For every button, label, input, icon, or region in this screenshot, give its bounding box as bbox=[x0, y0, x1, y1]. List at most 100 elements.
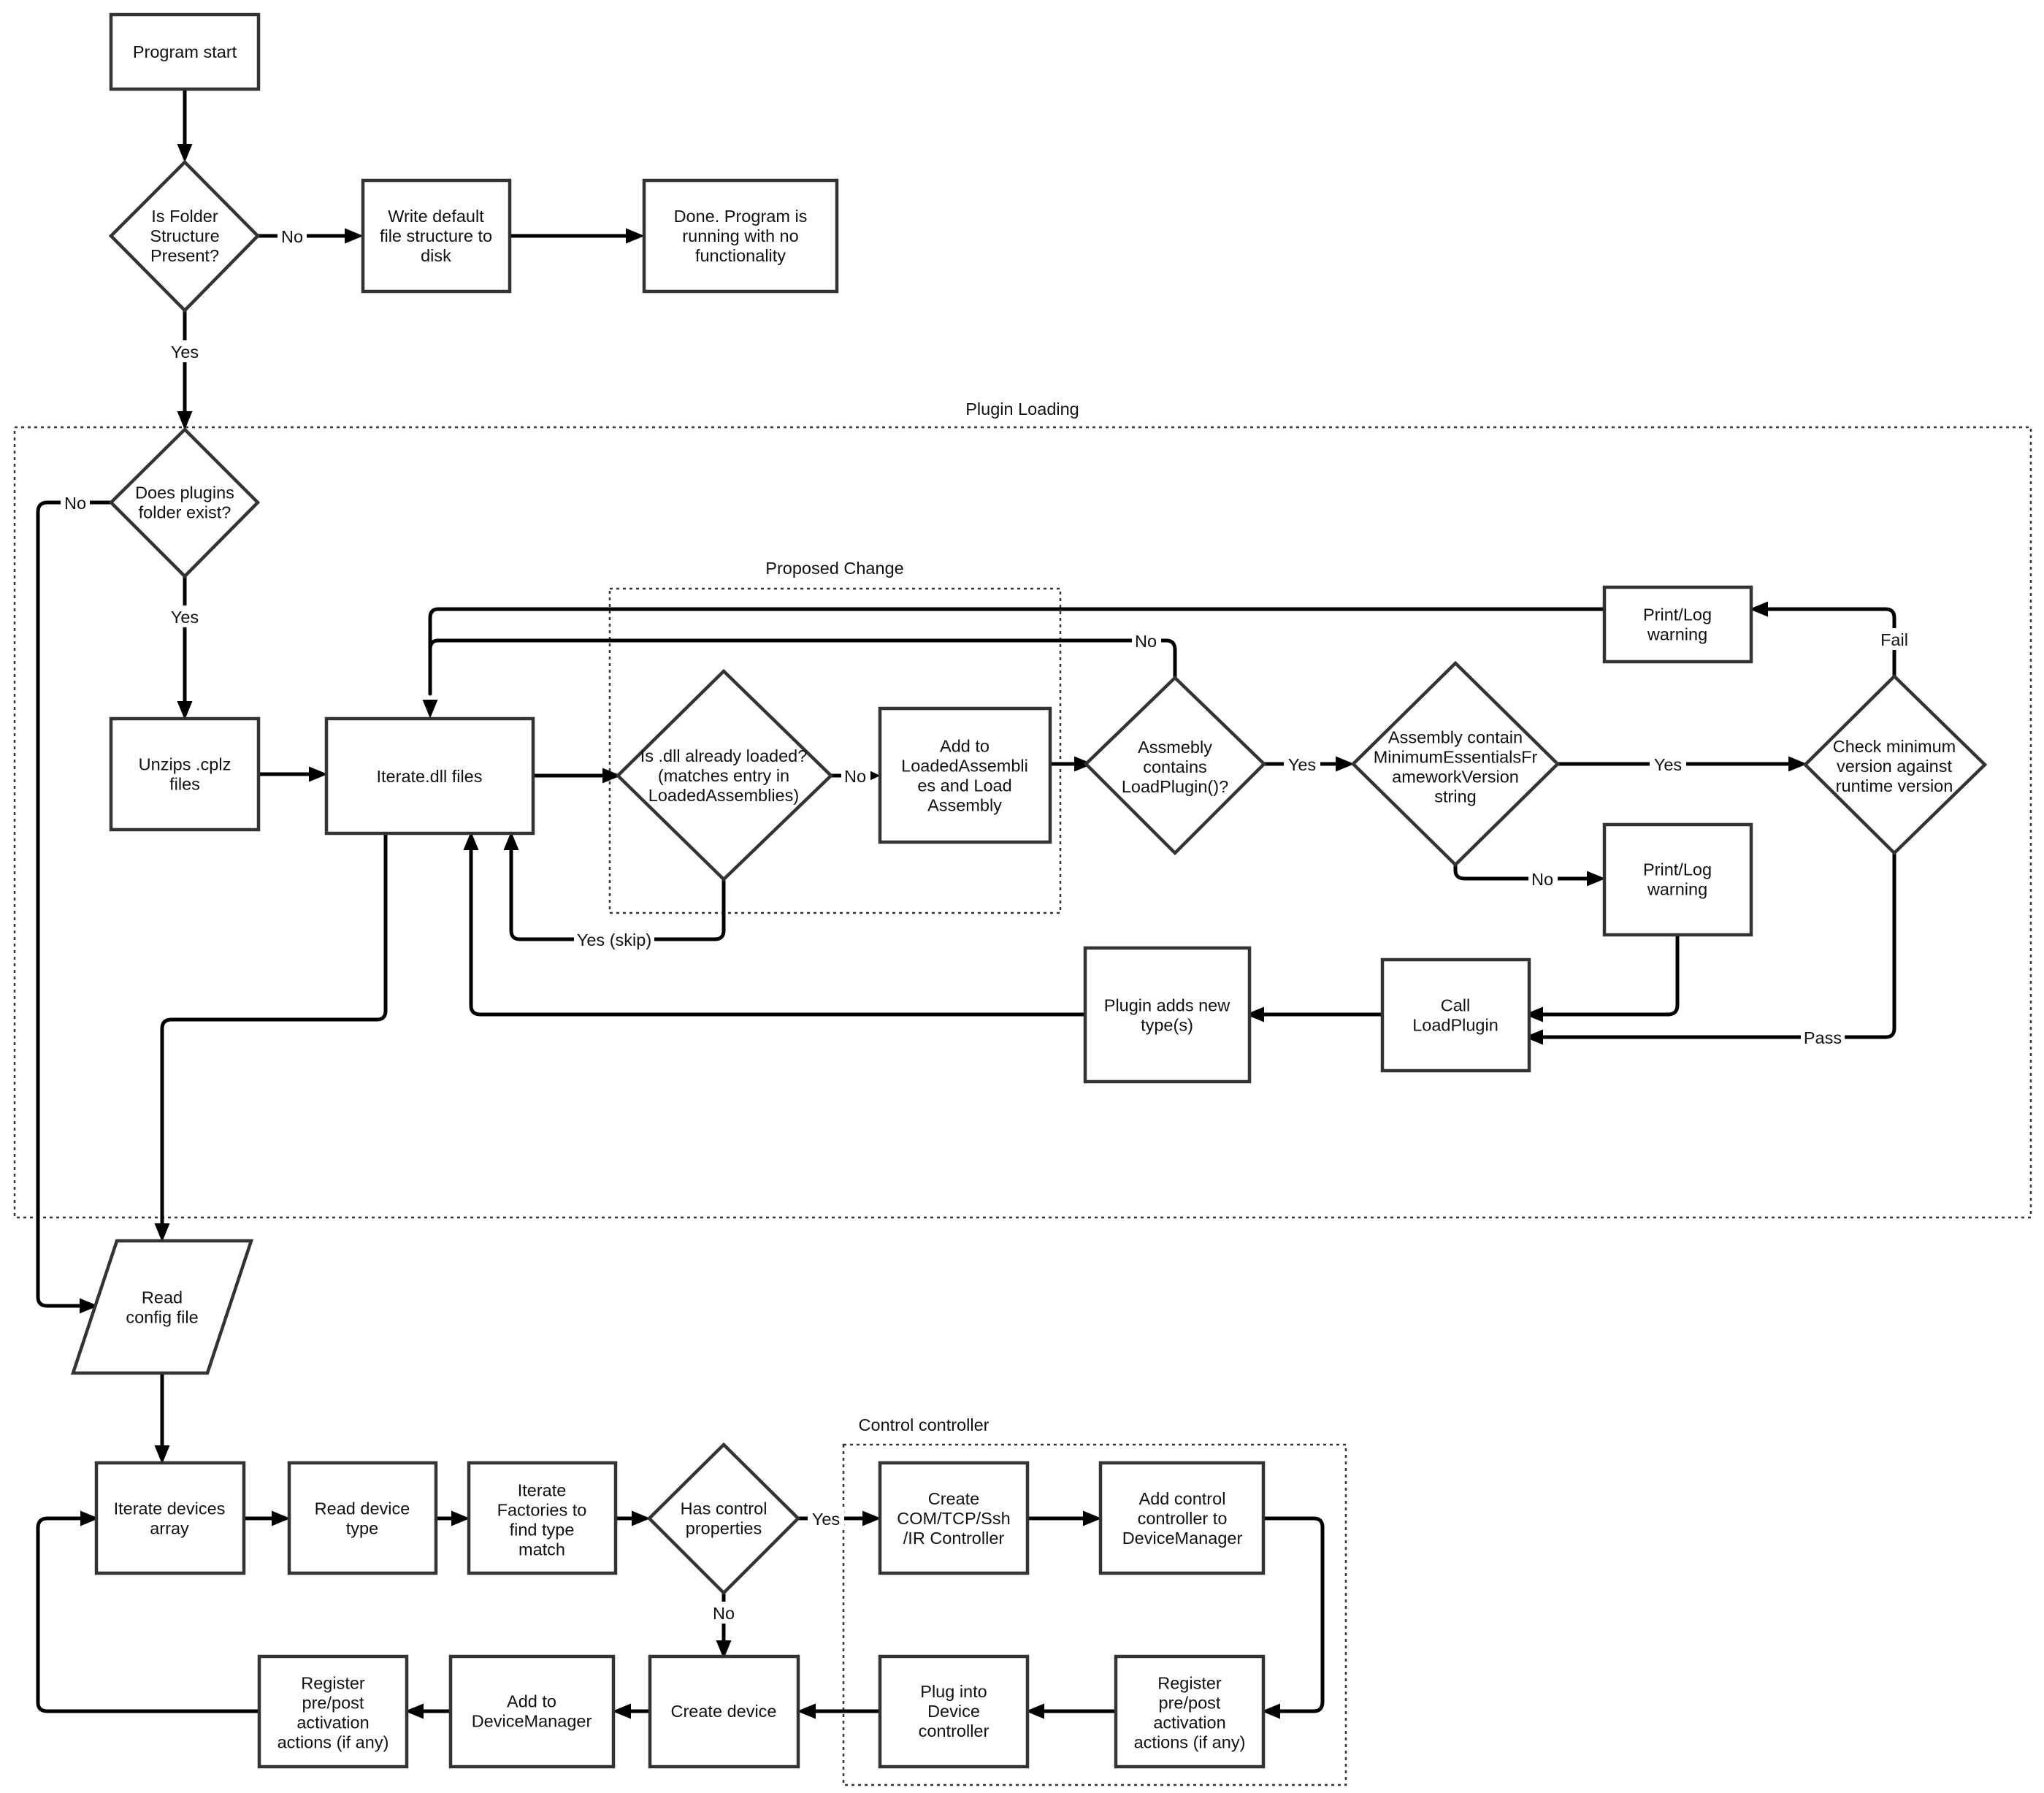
node-plug-into-controller bbox=[878, 1654, 1030, 1769]
node-program-start-label: Program start bbox=[133, 42, 237, 61]
arrowhead bbox=[272, 1510, 291, 1526]
node-label-line: es and Load bbox=[917, 776, 1011, 795]
node-label-line: /IR Controller bbox=[903, 1529, 1005, 1548]
node-label-line: Print/Log bbox=[1643, 605, 1712, 624]
arrowhead bbox=[1336, 756, 1355, 772]
node-label-line: file structure to bbox=[380, 226, 492, 245]
node-label-line: Iterate devices bbox=[114, 1499, 226, 1518]
node-folder-present bbox=[108, 159, 261, 313]
arrowhead bbox=[612, 1703, 631, 1719]
node-read-config bbox=[70, 1239, 254, 1375]
node-iterate-factories bbox=[467, 1461, 618, 1575]
node-create-device bbox=[648, 1654, 800, 1769]
node-label-line: Is .dll already loaded? bbox=[640, 746, 808, 765]
arrowhead bbox=[1788, 756, 1807, 772]
arrowhead bbox=[1524, 1029, 1543, 1045]
arrowhead bbox=[309, 766, 328, 782]
edge-label-control-yes: Yes bbox=[812, 1510, 840, 1529]
edge-version-no bbox=[1453, 863, 1591, 881]
node-label-line: Add to bbox=[940, 737, 990, 756]
node-label-line: ameworkVersion bbox=[1392, 768, 1519, 787]
node-label-line: Structure bbox=[150, 226, 219, 245]
arrowhead bbox=[1245, 1006, 1264, 1022]
edge-plugins-no bbox=[36, 500, 113, 1308]
node-check-version bbox=[1802, 673, 1988, 856]
arrowhead bbox=[463, 831, 479, 850]
edge-label-dll-yes-skip: Yes (skip) bbox=[577, 930, 651, 949]
arrowhead bbox=[154, 1445, 170, 1464]
node-add-loaded-assemblies bbox=[878, 706, 1052, 844]
node-label-line: Present? bbox=[150, 246, 219, 265]
node-label-line: contains bbox=[1143, 757, 1207, 776]
node-done-no-functionality bbox=[642, 178, 839, 294]
arrowhead bbox=[797, 1703, 816, 1719]
node-label-line: Print/Log bbox=[1643, 860, 1712, 879]
node-label-line: Register bbox=[1157, 1674, 1222, 1693]
node-label-line: Assembly contain bbox=[1388, 728, 1523, 747]
node-register-controller-actions bbox=[1114, 1654, 1266, 1769]
arrowhead bbox=[451, 1510, 470, 1526]
node-unzip bbox=[109, 716, 261, 832]
node-create-device-label: Create device bbox=[671, 1702, 777, 1721]
edge-loadplugin-no bbox=[428, 638, 1177, 696]
node-label-line: type(s) bbox=[1141, 1016, 1193, 1035]
node-label-line: functionality bbox=[695, 246, 786, 265]
edge-label-version-no: No bbox=[1531, 870, 1553, 889]
node-label-line: properties bbox=[686, 1519, 762, 1538]
node-write-default bbox=[361, 178, 512, 294]
node-label-line: LoadedAssembli bbox=[901, 757, 1028, 776]
node-print-log-mid bbox=[1602, 822, 1753, 937]
node-label-line: pre/post bbox=[302, 1694, 364, 1713]
arrowhead bbox=[602, 768, 621, 784]
node-label-line: warning bbox=[1647, 880, 1707, 899]
node-label-line: DeviceManager bbox=[1122, 1529, 1243, 1548]
node-call-loadplugin bbox=[1380, 957, 1531, 1073]
node-label-line: actions (if any) bbox=[277, 1733, 389, 1752]
node-add-controller bbox=[1098, 1461, 1266, 1575]
node-label-line: LoadPlugin bbox=[1412, 1016, 1498, 1035]
node-label-line: warning bbox=[1647, 625, 1707, 644]
node-label-line: folder exist? bbox=[139, 503, 231, 522]
edge-label-version-yes: Yes bbox=[1654, 755, 1682, 774]
node-contains-version bbox=[1350, 660, 1561, 868]
edge-printlog-mid-to-call bbox=[1540, 933, 1680, 1017]
node-label-line: Plugin adds new bbox=[1104, 996, 1230, 1015]
group-control-controller: Control controller bbox=[842, 1415, 1347, 1786]
arrowhead bbox=[862, 1510, 881, 1526]
group-label-control-controller: Control controller bbox=[859, 1415, 990, 1434]
node-label-line: actions (if any) bbox=[1134, 1733, 1246, 1752]
edge-labels: No Yes No Yes No Yes (skip) No Yes Yes N… bbox=[61, 225, 1912, 1624]
edge-label-loadplugin-no: No bbox=[1135, 632, 1157, 651]
node-label-line: Write default bbox=[388, 207, 484, 226]
group-plugin-loading: Plugin Loading bbox=[13, 399, 2032, 1219]
group-proposed-change: Proposed Change bbox=[608, 559, 1062, 914]
arrowhead bbox=[422, 700, 438, 719]
node-label-line: Program start bbox=[133, 42, 237, 61]
arrowhead bbox=[1587, 871, 1606, 887]
node-label-line: Create bbox=[928, 1489, 980, 1508]
node-label-line: match bbox=[518, 1540, 565, 1559]
node-label-line: Add control bbox=[1139, 1489, 1226, 1508]
node-label-line: MinimumEssentialsFr bbox=[1374, 748, 1538, 767]
arrowhead bbox=[154, 1223, 170, 1242]
arrowhead bbox=[1025, 1703, 1044, 1719]
arrowhead bbox=[1074, 756, 1093, 772]
node-label-line: Plug into bbox=[920, 1682, 987, 1701]
edge-iterate-to-config bbox=[160, 831, 388, 1228]
